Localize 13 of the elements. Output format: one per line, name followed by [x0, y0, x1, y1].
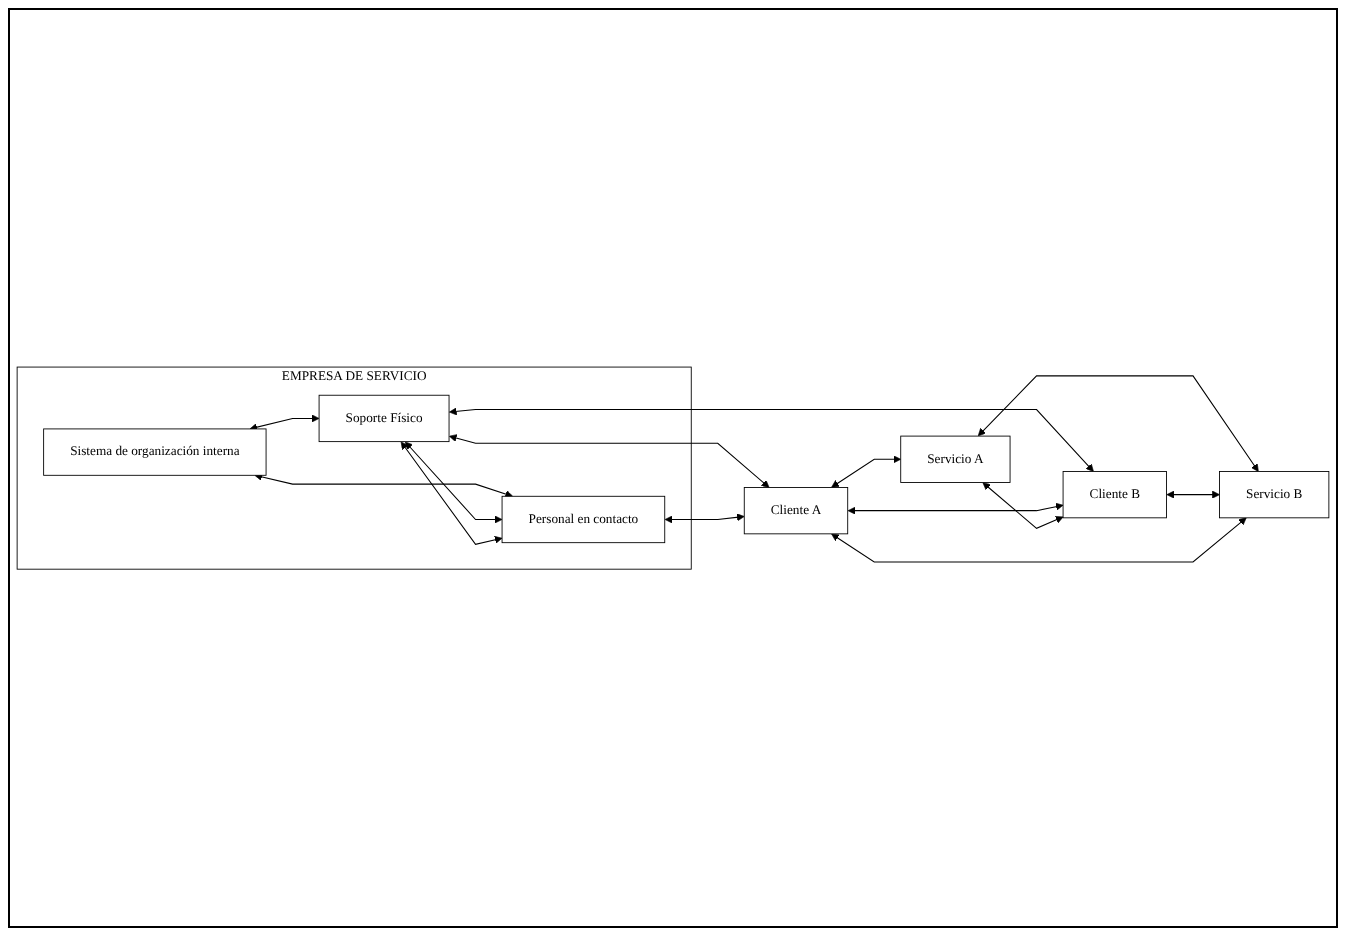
arrow: [1166, 490, 1220, 499]
arrow: [831, 455, 902, 488]
arrow: [977, 375, 1259, 472]
arrow: [831, 517, 1247, 563]
arrow: [404, 441, 503, 524]
arrow: [254, 473, 513, 498]
arrow: [249, 414, 320, 431]
arrow: [449, 407, 1094, 472]
arrow: [982, 482, 1064, 529]
arrow: [664, 513, 745, 524]
arrow: [449, 434, 770, 488]
arrow: [400, 441, 503, 545]
arrow: [847, 502, 1064, 515]
